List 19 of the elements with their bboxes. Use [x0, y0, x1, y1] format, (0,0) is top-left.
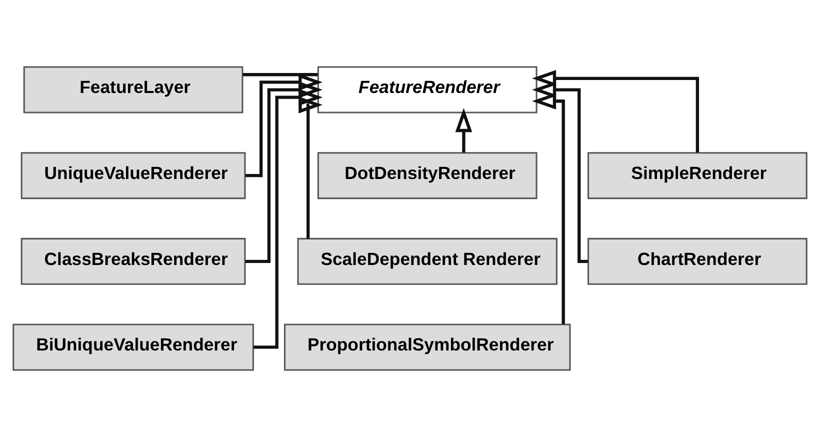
node-box: ProportionalSymbolRenderer — [284, 323, 571, 370]
arrow — [245, 73, 323, 177]
arrow — [455, 108, 472, 152]
arrow — [245, 80, 323, 262]
node-box: BiUniqueValueRenderer — [12, 323, 254, 370]
arrow — [532, 92, 565, 324]
node-box: SimpleRenderer — [588, 152, 808, 199]
node-box: DotDensityRenderer — [317, 152, 538, 199]
arrow — [532, 70, 700, 152]
arrow — [298, 96, 323, 238]
arrow — [532, 80, 588, 262]
node-box: ClassBreaksRenderer — [20, 237, 246, 284]
node-box: FeatureRenderer — [317, 66, 538, 113]
node-box: ScaleDependent Renderer — [297, 237, 558, 284]
node-box: ChartRenderer — [588, 237, 808, 284]
node-box: UniqueValueRenderer — [20, 152, 246, 199]
connector — [242, 72, 318, 76]
arrow — [253, 88, 323, 348]
node-box: FeatureLayer — [23, 66, 244, 113]
